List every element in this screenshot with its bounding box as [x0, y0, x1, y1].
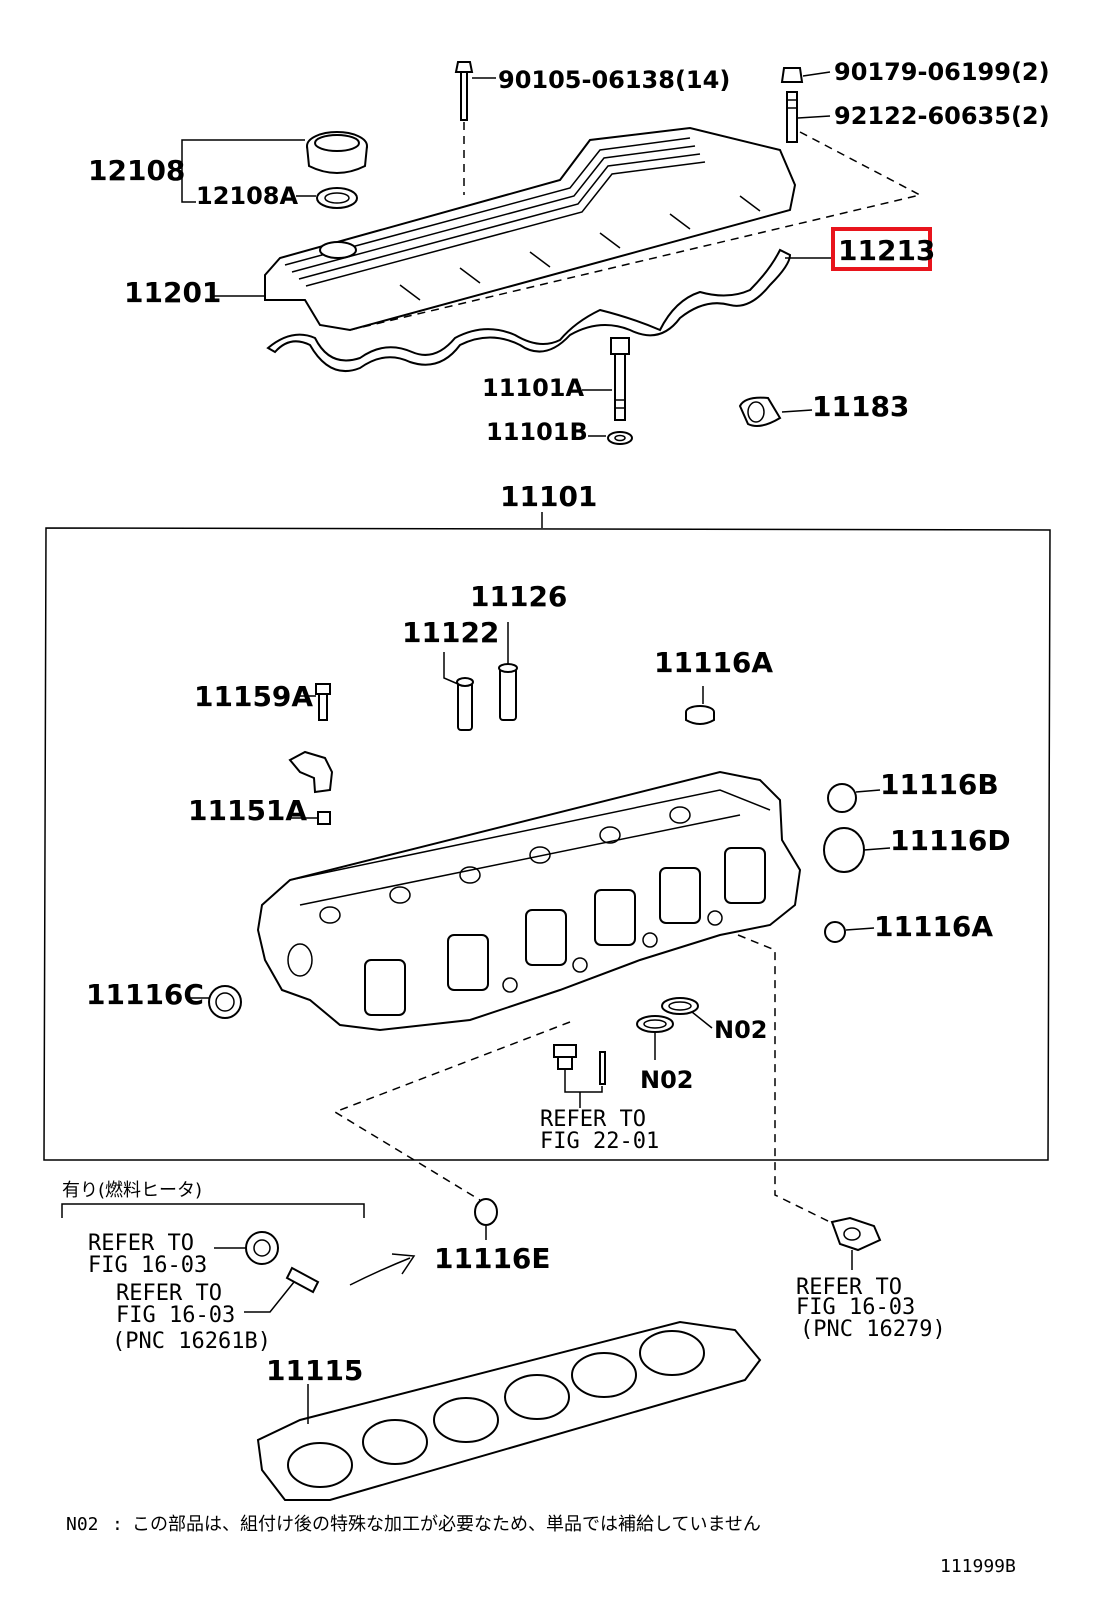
label-11116a-right: 11116A — [874, 910, 993, 943]
valve-guide-in-icon — [456, 677, 474, 731]
label-11101b: 11101B — [486, 418, 588, 446]
label-11116a-top: 11116A — [654, 646, 773, 679]
label-n02-right: N02 — [714, 1016, 767, 1044]
stud-92122-icon — [786, 91, 798, 143]
refer-22-01-line1: REFER TO — [540, 1107, 646, 1132]
fuel-heater-pipe-icon — [285, 1266, 320, 1294]
label-11116c: 11116C — [86, 978, 204, 1011]
label-90179: 90179-06199(2) — [834, 58, 1050, 86]
label-12108: 12108 — [88, 154, 185, 187]
n02-ring-bottom-icon — [636, 1015, 674, 1033]
label-11213: 11213 — [838, 234, 935, 267]
label-11159a: 11159A — [194, 680, 313, 713]
tight-plug-11116c-icon — [208, 985, 242, 1019]
refer-16-03b-line1: REFER TO — [116, 1281, 222, 1306]
refer-16-03a-line1: REFER TO — [88, 1231, 194, 1256]
label-11116d: 11116D — [890, 824, 1011, 857]
head-bolt-washer-icon — [607, 431, 633, 445]
label-11115: 11115 — [266, 1354, 363, 1387]
label-11101: 11101 — [500, 480, 597, 513]
fuel-heater-plug-icon — [245, 1231, 279, 1265]
tight-plug-11116d-icon — [823, 827, 865, 873]
label-11116b: 11116B — [880, 768, 999, 801]
arrow-icon — [349, 1253, 416, 1286]
highlight-box — [831, 227, 932, 271]
valve-cover-gasket-icon — [266, 248, 792, 373]
head-bolt-icon — [610, 337, 630, 421]
figure-id: 111999B — [940, 1556, 1016, 1577]
cap-gasket-icon — [316, 187, 358, 209]
sensor-fitting-icon — [830, 1216, 882, 1252]
label-11201: 11201 — [124, 276, 221, 309]
refer-22-01-line2: FIG 22-01 — [540, 1129, 659, 1154]
label-11126: 11126 — [470, 580, 567, 613]
tight-plug-11116e-icon — [474, 1198, 498, 1226]
label-12108a: 12108A — [196, 182, 298, 210]
label-11151a: 11151A — [188, 794, 307, 827]
tight-plug-11116b-icon — [827, 783, 857, 813]
label-90105: 90105-06138(14) — [498, 66, 730, 94]
label-n02-bottom: N02 — [640, 1066, 693, 1094]
valve-cover-icon — [264, 126, 797, 332]
tight-plug-11116a-right-icon — [824, 921, 846, 943]
head-gasket-icon — [256, 1320, 762, 1501]
dowel-pin-icon — [317, 811, 331, 825]
stud-bolt-11159a-icon — [315, 683, 331, 721]
label-11116e: 11116E — [434, 1242, 551, 1275]
label-92122: 92122-60635(2) — [834, 102, 1050, 130]
footnote-separator: : — [112, 1514, 123, 1535]
refer-16-03c-line2: FIG 16-03 — [796, 1295, 915, 1320]
cylinder-head-icon — [256, 770, 802, 1032]
footnote-text: この部品は、組付け後の特殊な加工が必要なため、単品では補給していません — [132, 1514, 761, 1535]
pin-icon — [599, 1051, 606, 1085]
bolt-90105-icon — [454, 61, 474, 195]
fuel-heater-option-label: 有り(燃料ヒータ) — [62, 1180, 202, 1201]
footnote-code: N02 — [66, 1514, 99, 1535]
n02-ring-right-icon — [661, 997, 699, 1015]
bearing-cap-icon — [288, 750, 334, 794]
valve-guide-ex-icon — [498, 663, 518, 721]
semi-circular-plug-icon — [738, 396, 782, 427]
label-11122: 11122 — [402, 616, 499, 649]
label-11183: 11183 — [812, 390, 909, 423]
refer-16-03b-line3: (PNC 16261B) — [112, 1329, 271, 1354]
drain-plug-icon — [553, 1044, 577, 1070]
label-11101a: 11101A — [482, 374, 584, 402]
refer-16-03c-line1: REFER TO — [796, 1275, 902, 1300]
refer-16-03b-line2: FIG 16-03 — [116, 1303, 235, 1328]
refer-16-03c-line3: (PNC 16279) — [800, 1317, 946, 1342]
tight-plug-top-icon — [685, 705, 715, 725]
oil-filler-cap-icon — [306, 131, 368, 174]
refer-16-03a-line2: FIG 16-03 — [88, 1253, 207, 1278]
nut-90179-icon — [780, 67, 804, 83]
